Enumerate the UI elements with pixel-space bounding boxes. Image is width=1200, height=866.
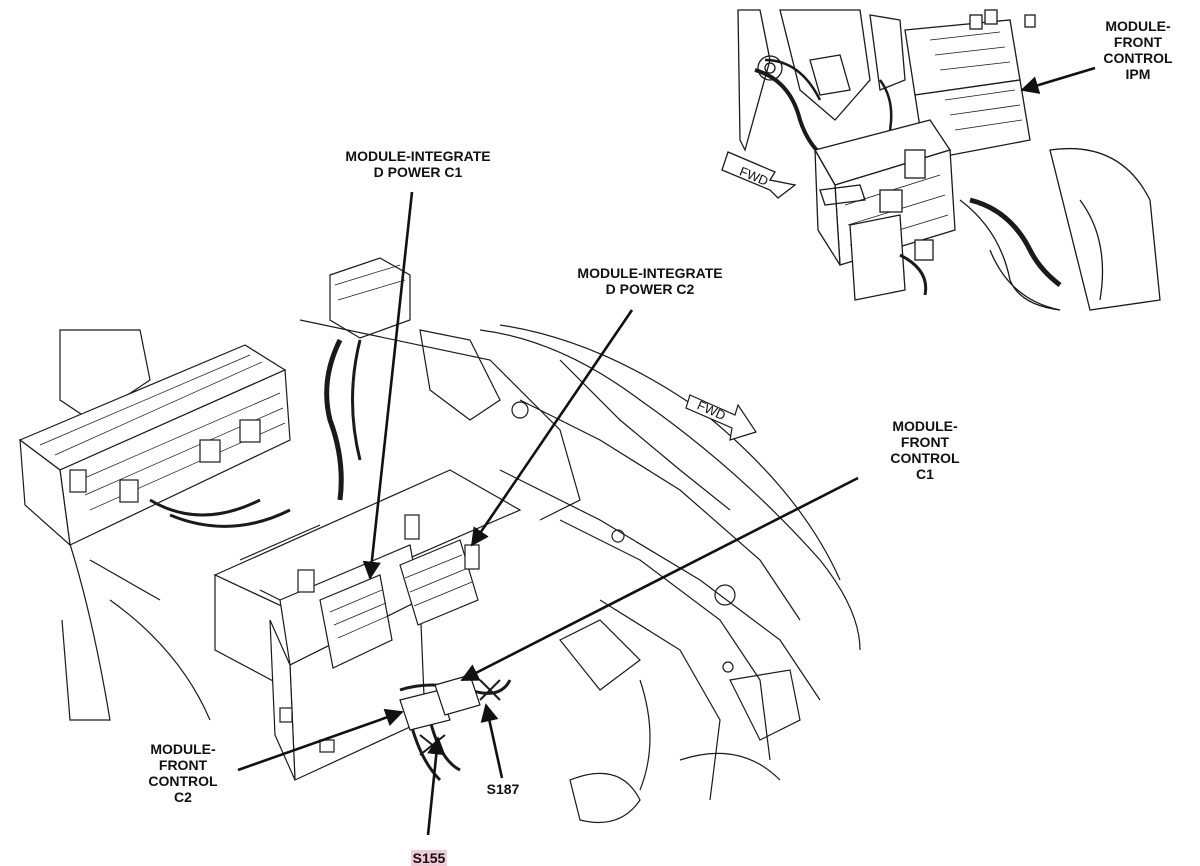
inset-view	[721, 9, 1161, 311]
leader-lines	[237, 66, 1096, 836]
s155-highlight: S155	[410, 850, 448, 866]
label-module-integrated-power-c1: MODULE-INTEGRATE D POWER C1	[345, 148, 491, 180]
leader-s187	[480, 703, 504, 779]
leader-power-c2	[470, 309, 634, 547]
main-view	[18, 257, 861, 824]
label-module-front-control-c1: MODULE- FRONT CONTROL C1	[890, 418, 960, 482]
leader-front-c2	[237, 708, 404, 772]
leader-front-c1	[460, 476, 859, 682]
label-s155: S155	[404, 834, 454, 866]
leader-s155	[426, 736, 446, 836]
label-module-integrated-power-c2: MODULE-INTEGRATE D POWER C2	[577, 265, 723, 297]
leader-power-c1	[362, 191, 414, 580]
label-s187: S187	[486, 781, 520, 797]
label-module-front-control-ipm: MODULE- FRONT CONTROL IPM	[1103, 18, 1173, 82]
leader-ipm	[1020, 66, 1096, 94]
label-module-front-control-c2: MODULE- FRONT CONTROL C2	[148, 741, 218, 805]
